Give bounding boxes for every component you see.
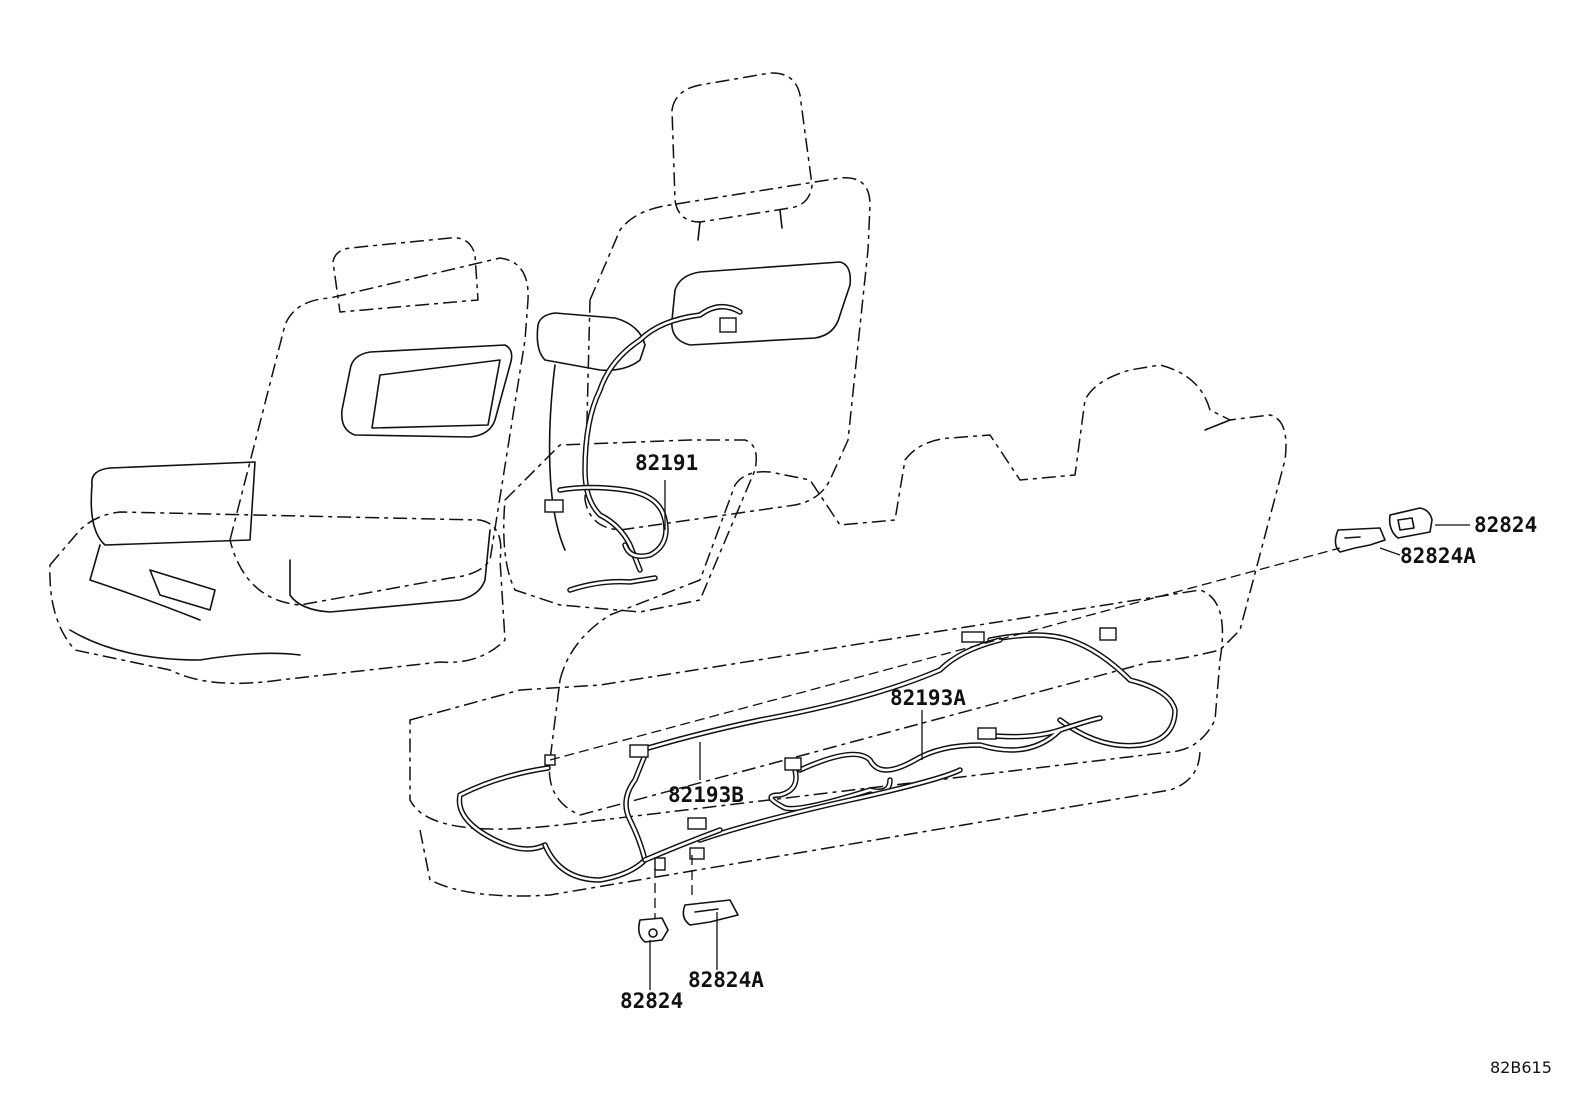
harness-82193a [697, 627, 1178, 843]
label-82824a-bottom: 82824A [688, 968, 764, 992]
right-front-seat [503, 72, 871, 613]
component-82824-bottom [638, 917, 669, 943]
label-82824-right: 82824 [1474, 513, 1537, 537]
left-front-seat [49, 237, 529, 685]
label-82193a: 82193A [890, 686, 966, 710]
label-82824a-right: 82824A [1400, 544, 1476, 568]
rear-bench-seat [409, 364, 1287, 897]
harness-82191 [544, 304, 743, 593]
label-82193b: 82193B [668, 783, 744, 807]
label-82191: 82191 [635, 451, 698, 475]
component-82824a-bottom [682, 899, 739, 926]
harness-82193b [456, 637, 1003, 883]
label-leaders [649, 480, 1470, 990]
component-82824-right [1388, 507, 1433, 539]
component-82824a-right [1334, 527, 1386, 553]
label-82824-bottom: 82824 [620, 989, 683, 1013]
figure-id: 82B615 [1490, 1058, 1552, 1077]
part-labels: 82191 82193A 82193B 82824 82824A 82824 8… [620, 451, 1537, 1013]
leader-lines [549, 547, 1341, 918]
